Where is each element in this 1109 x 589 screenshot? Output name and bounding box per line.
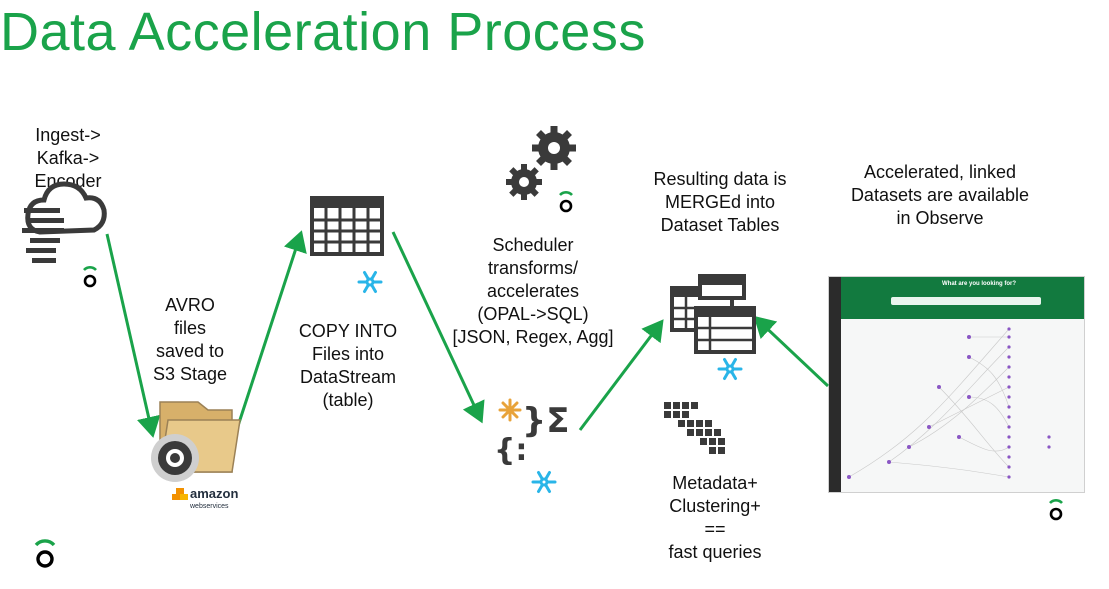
aws-logo-text-2: webservices	[189, 503, 229, 510]
avro-label: AVRO files saved to S3 Stage	[152, 295, 228, 384]
arrow-avro-to-table	[234, 230, 307, 433]
observe-screenshot: What are you looking for?	[828, 276, 1085, 493]
arrow-ingest-to-avro	[105, 233, 161, 438]
gears-icon	[506, 126, 576, 200]
accelerated-label: Accelerated, linked Datasets are availab…	[850, 162, 1030, 228]
aws-logo-text-1: amazon	[190, 486, 238, 501]
ingest-label: Ingest-> Kafka-> Encoder	[34, 125, 102, 191]
snowflake-icon	[357, 271, 743, 493]
page-title: Data Acceleration Process	[0, 2, 646, 62]
screenshot-heading: What are you looking for?	[941, 281, 1016, 287]
observe-logo-icon	[34, 191, 1063, 568]
cloud-icon	[22, 181, 107, 263]
aws-logo: amazon webservices	[172, 486, 238, 510]
table-icon	[310, 196, 384, 256]
arrow-observe-to-datasets	[753, 315, 830, 388]
dataset-graph	[847, 327, 1051, 479]
function-icon: }Σ {:	[494, 398, 569, 468]
svg-text:{:: {:	[494, 433, 527, 468]
arrow-table-to-scheduler	[391, 231, 485, 424]
svg-text:}Σ: }Σ	[522, 401, 569, 441]
screenshot-sidebar	[829, 277, 841, 492]
grid-icon	[664, 402, 725, 454]
scheduler-label: Scheduler transforms/ accelerates (OPAL-…	[452, 235, 614, 347]
arrow-scheduler-to-datasets	[578, 319, 664, 431]
merge-label: Resulting data is MERGEd into Dataset Ta…	[653, 169, 787, 235]
tables-icon	[670, 274, 756, 354]
folder-icon	[151, 401, 241, 482]
copy-into-label: COPY INTO Files into DataStream (table)	[298, 321, 398, 410]
metadata-label: Metadata+ Clustering+ == fast queries	[668, 473, 762, 562]
flow-arrows	[105, 230, 830, 438]
screenshot-search	[891, 297, 1041, 305]
